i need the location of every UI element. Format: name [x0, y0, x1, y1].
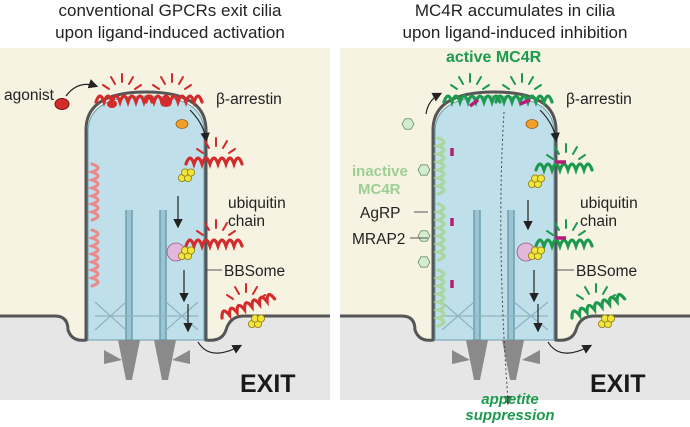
right-title-line1: MC4R accumulates in cilia: [415, 1, 616, 20]
right-basal-body: [466, 340, 524, 380]
right-ubiquitin-label-1: ubiquitin: [580, 195, 638, 212]
right-bbsome-label: BBSome: [576, 263, 637, 280]
active-mc4r-label: active MC4R: [446, 49, 542, 66]
left-bbsome-label: BBSome: [224, 263, 285, 280]
left-arrestin-icon: [175, 119, 189, 129]
left-exit-label: EXIT: [240, 370, 296, 398]
right-panel: MC4R accumulates in cilia upon ligand-in…: [340, 1, 690, 406]
mrap2-label: MRAP2: [352, 231, 405, 248]
right-arrestin-icon: [525, 119, 539, 129]
signaling-arrow: [500, 111, 509, 401]
left-membrane: [0, 90, 330, 342]
inactive-mc4r-label-2: MC4R: [358, 181, 401, 198]
appetite-label-1: appetite: [481, 391, 539, 408]
left-arrestin-label: β-arrestin: [216, 91, 282, 108]
right-arrestin-label: β-arrestin: [566, 91, 632, 108]
right-membrane: [340, 90, 690, 342]
right-exit-label: EXIT: [590, 370, 646, 398]
right-title-line2: upon ligand-induced inhibition: [403, 23, 628, 42]
left-cell-body: [0, 316, 86, 400]
left-cilium: [87, 95, 205, 341]
appetite-label-2: suppression: [465, 407, 554, 424]
right-cell-body: [340, 316, 433, 400]
left-title-line1: conventional GPCRs exit cilia: [59, 1, 283, 20]
left-basal-body: [118, 340, 176, 380]
left-ubiquitin-label-1: ubiquitin: [228, 195, 286, 212]
left-title-line2: upon ligand-induced activation: [55, 23, 285, 42]
inactive-mc4r-label-1: inactive: [352, 163, 408, 180]
agrp-label: AgRP: [360, 205, 401, 222]
agonist-label: agonist: [4, 87, 55, 104]
left-ubiquitin-label-2: chain: [228, 213, 265, 230]
agonist-ligand-icon: [54, 98, 70, 110]
right-ubiquitin-label-2: chain: [580, 213, 617, 230]
left-panel: conventional GPCRs exit cilia upon ligan…: [0, 1, 330, 400]
